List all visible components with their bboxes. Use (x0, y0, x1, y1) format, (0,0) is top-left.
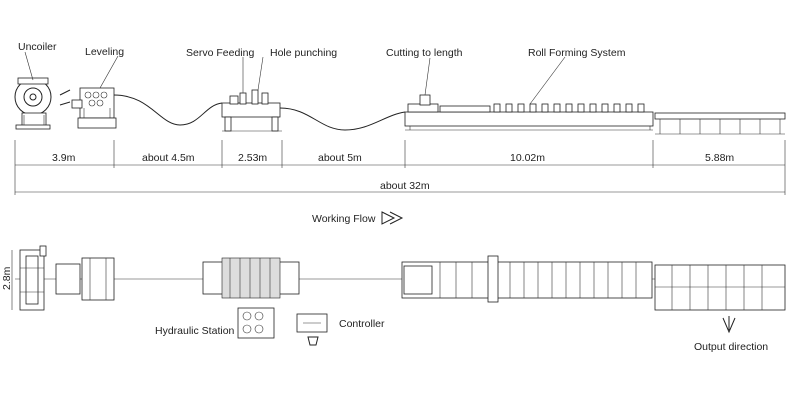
flow-arrow-icon (381, 211, 396, 225)
top-view: 2.8m (1, 245, 786, 353)
dimension-loop-1: about 4.5m (142, 152, 195, 164)
working-flow-label: Working Flow (312, 213, 376, 225)
uncoiler-top (19, 245, 47, 311)
side-view: Uncoiler Leveling Servo Feeding Hole pun… (14, 41, 786, 195)
dimension-servo: 2.53m (238, 152, 267, 164)
dimension-uncoiler: 3.9m (52, 152, 76, 164)
working-flow: Working Flow (312, 211, 404, 225)
dimension-output: 5.88m (705, 152, 734, 164)
roll-forming-top (401, 255, 653, 303)
output-direction-label: Output direction (694, 341, 768, 353)
dimension-loop-2: about 5m (318, 152, 362, 164)
output-table-top (654, 264, 786, 311)
dimension-total: about 32m (380, 180, 430, 192)
hole-punching-label: Hole punching (270, 47, 337, 59)
leveling-machine (59, 87, 117, 129)
hydraulic-station (237, 307, 275, 339)
roll-forming-system-label: Roll Forming System (528, 47, 626, 59)
cutting-to-length-label: Cutting to length (386, 47, 463, 59)
uncoiler-machine (14, 77, 52, 130)
servo-feeding-label: Servo Feeding (186, 47, 254, 59)
dimension-roll-forming: 10.02m (510, 152, 545, 164)
servo-feeding-machine (221, 89, 282, 132)
output-table (654, 112, 786, 135)
output-direction-arrow-icon (722, 316, 736, 334)
controller-unit (296, 313, 328, 346)
uncoiler-label: Uncoiler (18, 41, 57, 53)
strip-loop-1 (113, 94, 223, 126)
servo-feeding-top (202, 257, 300, 299)
callout-leaders (24, 51, 566, 105)
width-dimension-label: 2.8m (1, 266, 13, 290)
strip-loop-2 (279, 107, 406, 131)
dimension-lines (14, 140, 786, 195)
roller-stands (493, 103, 645, 113)
leveling-top (55, 257, 115, 301)
roll-forming-machine (404, 94, 654, 131)
leveling-label: Leveling (85, 46, 124, 58)
flow-arrow-icon-2 (389, 211, 404, 225)
hydraulic-station-label: Hydraulic Station (155, 325, 235, 337)
controller-label: Controller (339, 318, 385, 330)
